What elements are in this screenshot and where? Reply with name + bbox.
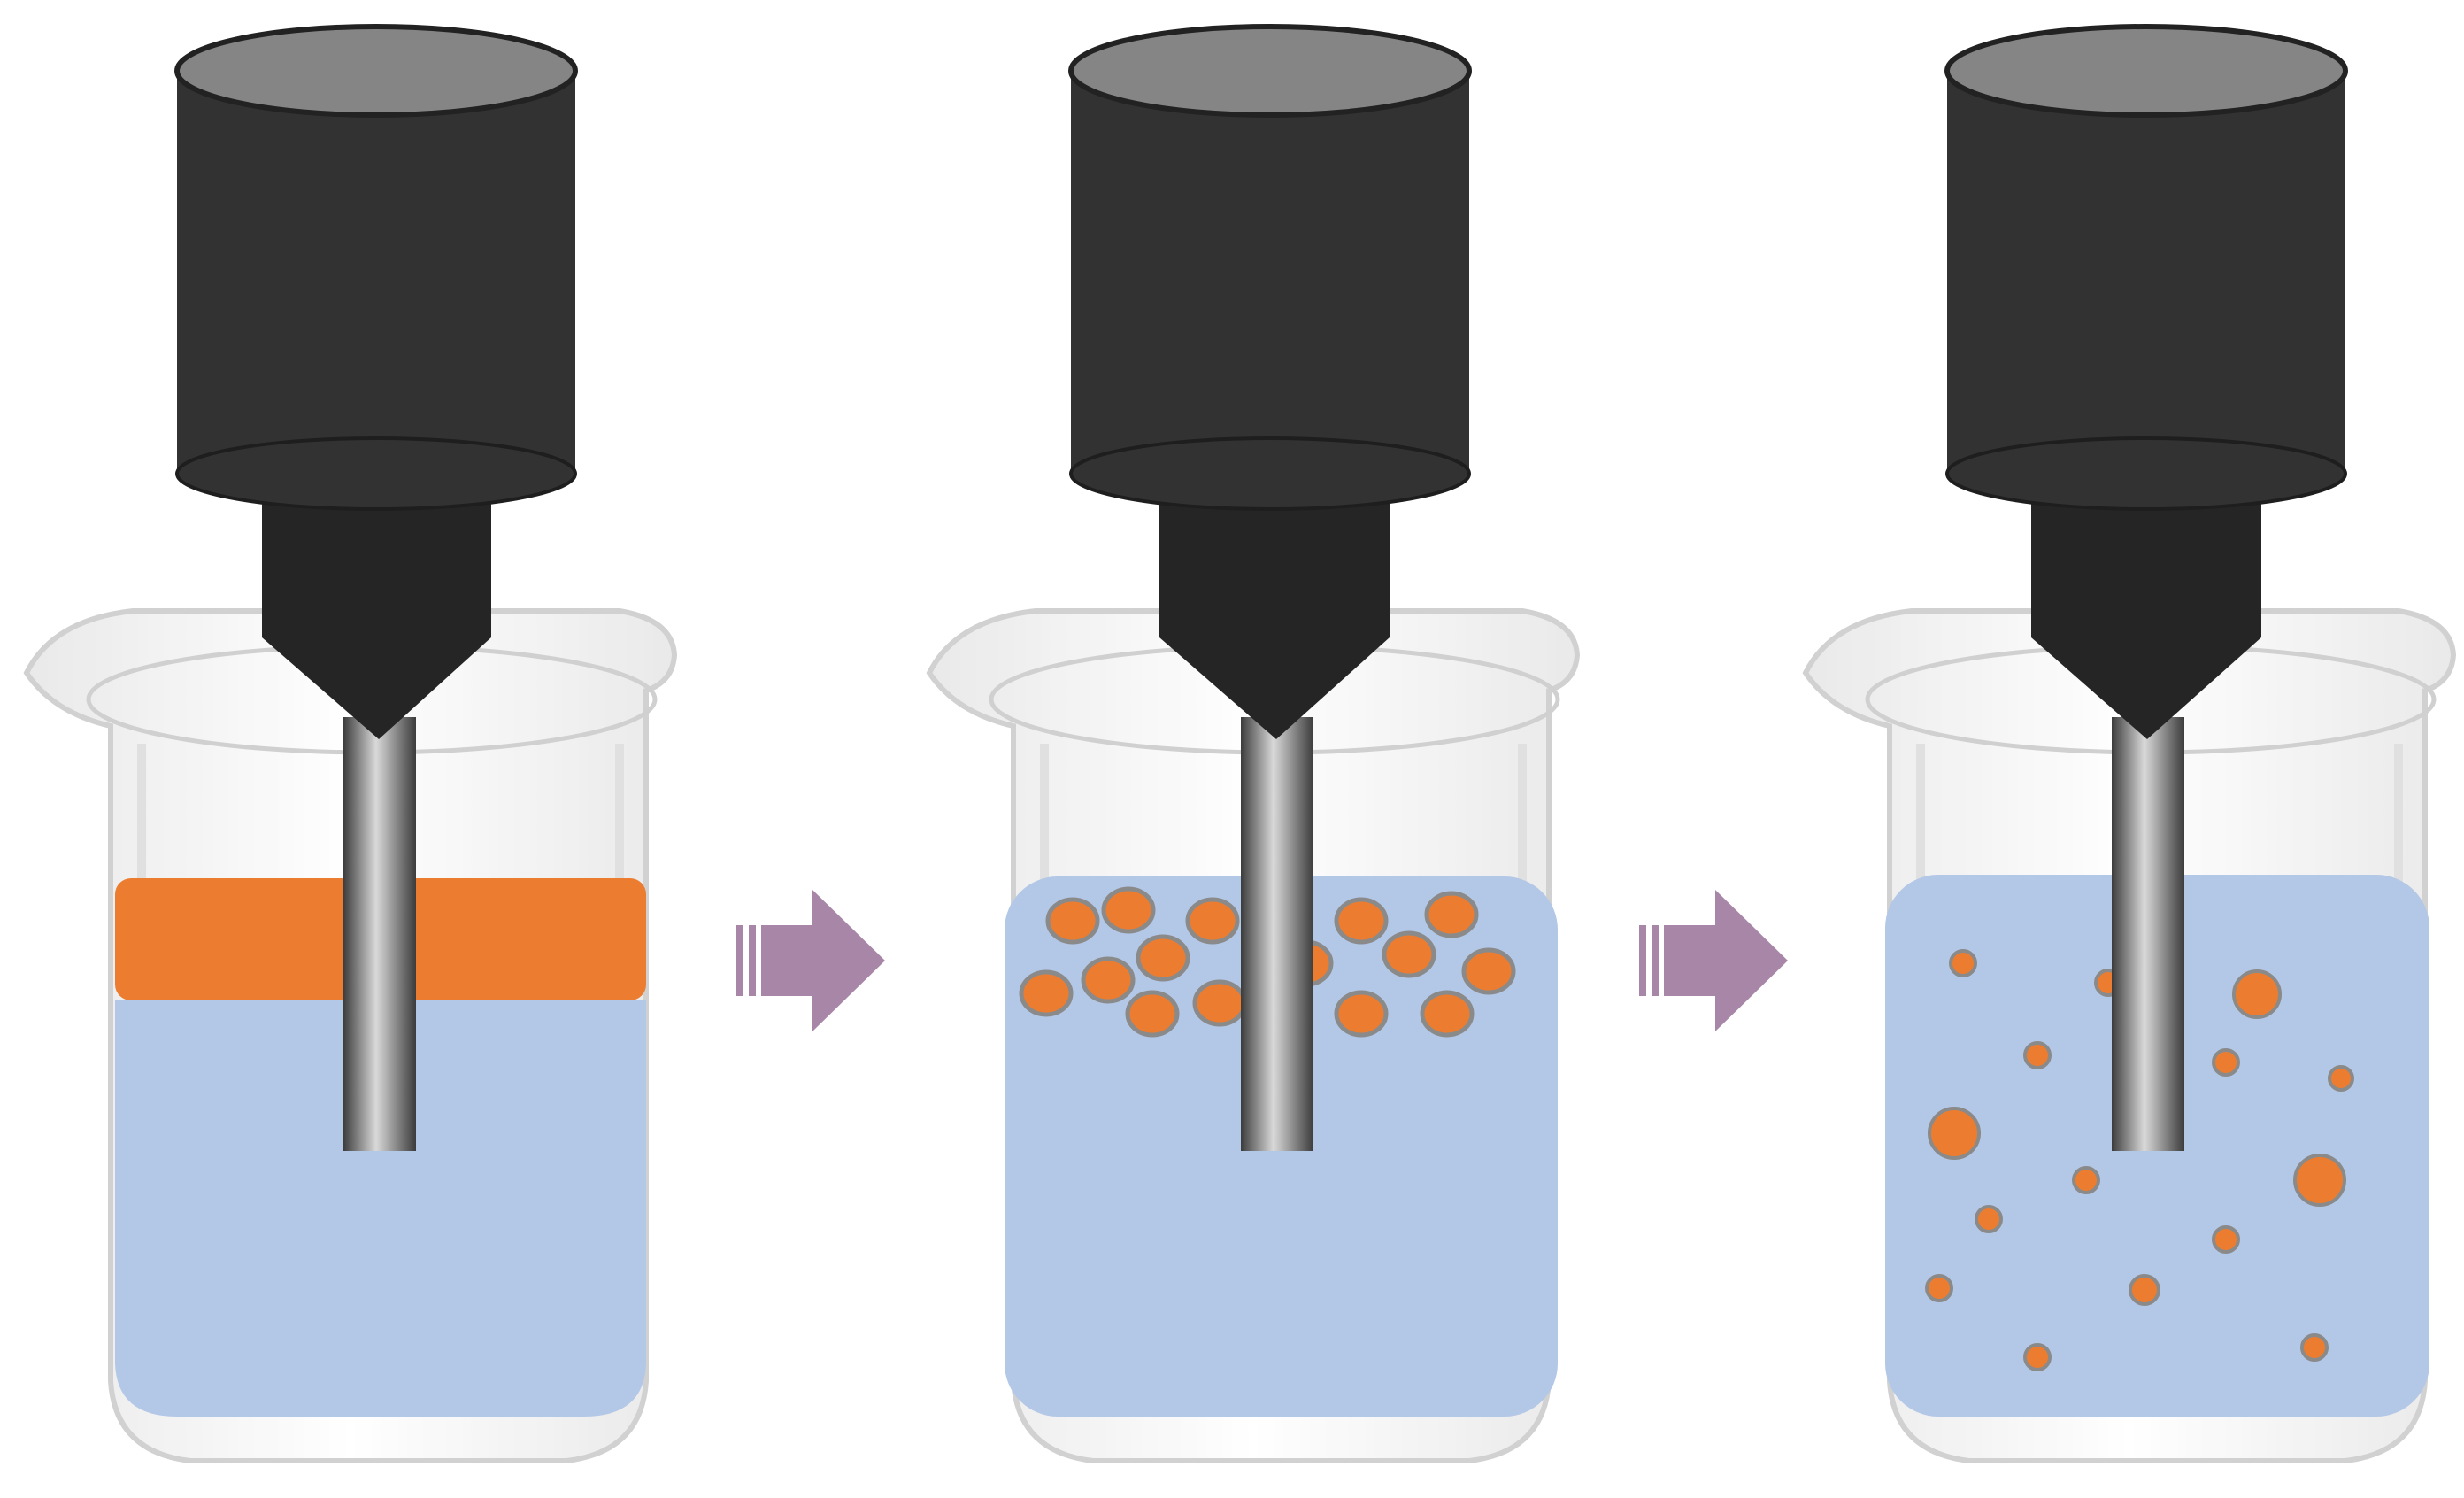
large-droplets xyxy=(1019,886,1516,1038)
arrow-right-icon xyxy=(736,890,885,1031)
stage-2-panel xyxy=(926,24,1581,1463)
homogenizer-icon xyxy=(1944,24,2348,1151)
homogenizer-icon xyxy=(1068,24,1472,1151)
stage-3-panel xyxy=(1802,24,2457,1463)
homogenizer-icon xyxy=(174,24,578,1151)
water-phase xyxy=(115,1000,646,1417)
arrow-right-icon xyxy=(1639,890,1788,1031)
small-droplets xyxy=(1925,949,2354,1371)
stage-1-panel xyxy=(23,24,678,1463)
